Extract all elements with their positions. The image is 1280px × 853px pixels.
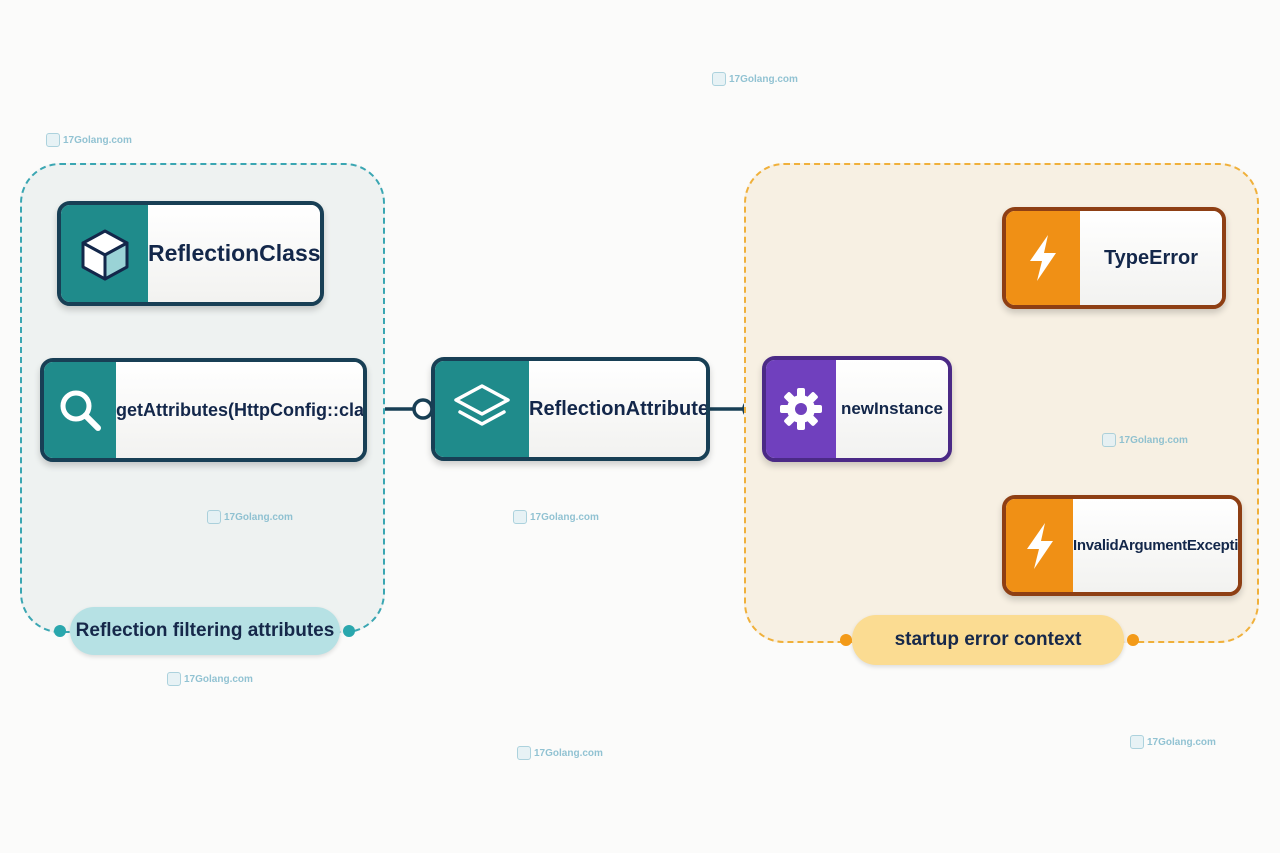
watermark: 17Golang.com xyxy=(167,672,253,686)
watermark-logo-icon xyxy=(513,510,527,524)
lightning-icon xyxy=(1030,235,1056,281)
invalid-argument-label: InvalidArgumentException xyxy=(1073,499,1238,592)
layers-icon xyxy=(454,384,510,426)
reflection-class-node[interactable]: ReflectionClass xyxy=(57,201,324,306)
watermark: 17Golang.com xyxy=(712,72,798,86)
search-icon xyxy=(60,390,101,431)
watermark: 17Golang.com xyxy=(1102,433,1188,447)
watermark-logo-icon xyxy=(46,133,60,147)
watermark-logo-icon xyxy=(712,72,726,86)
caption-dot xyxy=(1127,634,1139,646)
type-error-node[interactable]: TypeError xyxy=(1002,207,1226,309)
watermark: 17Golang.com xyxy=(517,746,603,760)
watermark-logo-icon xyxy=(167,672,181,686)
type-error-label: TypeError xyxy=(1080,211,1222,305)
gear-icon xyxy=(780,388,822,430)
watermark: 17Golang.com xyxy=(1130,735,1216,749)
error-context-group-label: startup error context xyxy=(852,615,1124,665)
caption-dot xyxy=(54,625,66,637)
watermark: 17Golang.com xyxy=(513,510,599,524)
get-attributes-node[interactable]: getAttributes(HttpConfig::class) xyxy=(40,358,367,462)
watermark: 17Golang.com xyxy=(46,133,132,147)
reflection-attribute-label: ReflectionAttribute xyxy=(529,361,706,457)
new-instance-label: newInstance xyxy=(836,360,948,458)
reflection-attribute-node[interactable]: ReflectionAttribute xyxy=(431,357,710,461)
reflection-group-label: Reflection filtering attributes xyxy=(70,607,340,655)
watermark-logo-icon xyxy=(207,510,221,524)
new-instance-node[interactable]: newInstance xyxy=(762,356,952,462)
reflection-class-label: ReflectionClass xyxy=(148,205,320,302)
watermark-logo-icon xyxy=(1130,735,1144,749)
connector-port xyxy=(412,398,434,420)
cube-icon xyxy=(81,229,128,280)
invalid-argument-node[interactable]: InvalidArgumentException xyxy=(1002,495,1242,596)
watermark-logo-icon xyxy=(517,746,531,760)
watermark-logo-icon xyxy=(1102,433,1116,447)
lightning-icon xyxy=(1026,522,1053,569)
get-attributes-label: getAttributes(HttpConfig::class) xyxy=(116,362,363,458)
watermark: 17Golang.com xyxy=(207,510,293,524)
caption-dot xyxy=(343,625,355,637)
caption-dot xyxy=(840,634,852,646)
